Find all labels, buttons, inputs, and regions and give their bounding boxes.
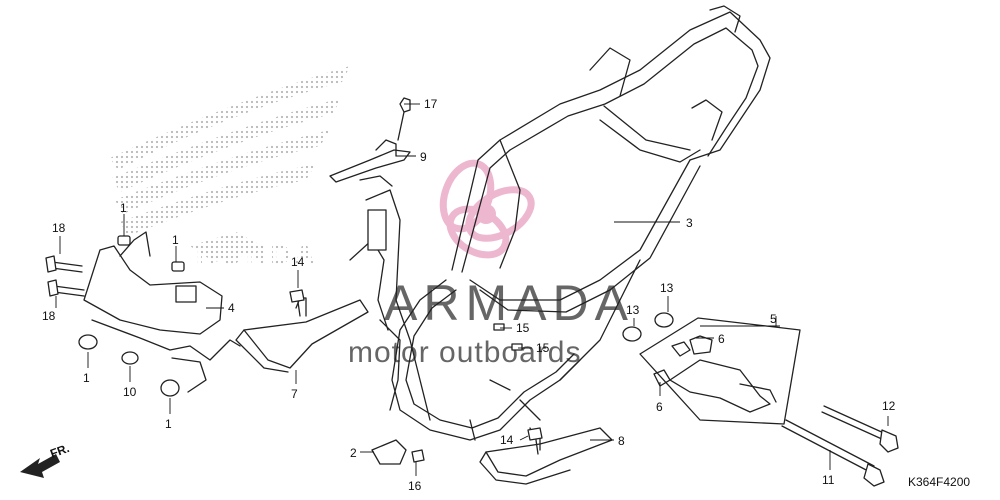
callout-18: 18 — [42, 309, 56, 323]
callout-9: 9 — [420, 150, 427, 164]
collars-13 — [622, 312, 674, 342]
bushings-1 — [78, 235, 185, 397]
callout-6: 6 — [718, 332, 725, 346]
callout-4: 4 — [228, 301, 235, 315]
bolt-14-lower — [527, 427, 543, 455]
front-direction-arrow: FR. — [20, 441, 71, 478]
logo-text: HONDA — [196, 239, 319, 270]
head-pipe — [349, 175, 431, 421]
honda-wing-logo: HONDA — [110, 66, 350, 270]
clips-15 — [493, 323, 523, 351]
watermark-line1: ARMADA — [384, 275, 634, 331]
hanger-assembly-5 — [639, 317, 801, 425]
bolt-16 — [411, 449, 425, 463]
direction-label: FR. — [48, 441, 71, 461]
watermark: ARMADA motor outboards — [348, 159, 634, 369]
callout-13: 13 — [660, 281, 674, 295]
watermark-line2: motor outboards — [348, 336, 581, 369]
bolt-14-upper — [289, 289, 305, 317]
callout-17: 17 — [424, 97, 438, 111]
long-bolt-12 — [821, 405, 899, 453]
callout-6: 6 — [656, 400, 663, 414]
callout-10: 10 — [123, 385, 137, 399]
callout-2: 2 — [350, 446, 357, 460]
callout-15: 15 — [536, 341, 550, 355]
diagram-code: K364F4200 — [908, 475, 970, 489]
callout-7: 7 — [291, 387, 298, 401]
callout-14: 14 — [500, 433, 514, 447]
callout-1: 1 — [172, 233, 179, 247]
callout-16: 16 — [408, 479, 422, 493]
callout-15: 15 — [516, 321, 530, 335]
nut-10 — [121, 351, 139, 365]
callout-11: 11 — [822, 473, 835, 487]
callout-12: 12 — [882, 399, 896, 413]
callout-1: 1 — [120, 201, 127, 215]
long-bolt-11 — [781, 419, 885, 487]
main-frame — [391, 5, 771, 441]
callout-18: 18 — [52, 221, 66, 235]
propeller-icon — [439, 159, 535, 259]
leader-lines — [55, 103, 889, 476]
bracket-2 — [371, 439, 407, 465]
bolts-18 — [45, 255, 85, 297]
callout-5: 5 — [770, 312, 777, 326]
bracket-4 — [83, 231, 241, 393]
callout-14: 14 — [291, 255, 305, 269]
callouts: 1 1 1 1 2 3 4 5 6 6 7 8 9 10 11 12 13 13… — [42, 97, 896, 493]
callout-8: 8 — [618, 434, 625, 448]
bolt-17 — [397, 97, 411, 141]
callout-3: 3 — [686, 216, 693, 230]
callout-1: 1 — [165, 417, 172, 431]
callout-13: 13 — [626, 303, 640, 317]
callout-1: 1 — [83, 371, 90, 385]
bracket-9 — [329, 139, 411, 183]
